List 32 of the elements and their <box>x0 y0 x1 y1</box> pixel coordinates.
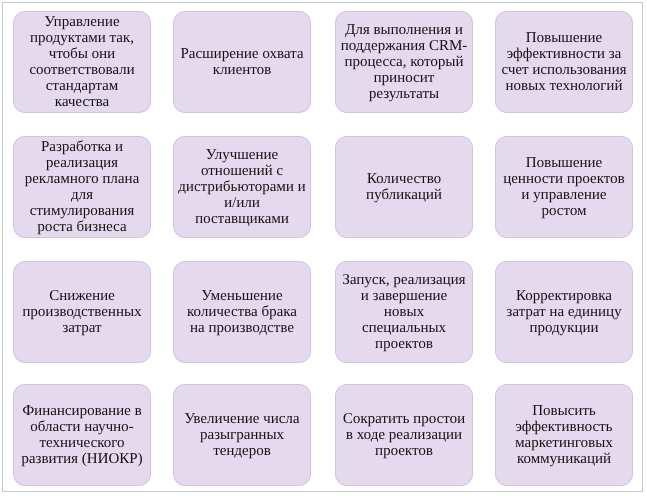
goal-box <box>13 11 151 113</box>
goal-text: Уменьшение количества брака на производстве <box>186 288 298 336</box>
goal-text: Повышение ценности проектов и управление ростом <box>502 155 626 219</box>
goal-box <box>495 384 633 486</box>
goal-text: Финансирование в области научно-технического развития (НИОКР) <box>20 403 144 467</box>
goal-text: Увеличение числа разыгранных тендеров <box>183 411 301 459</box>
goal-box <box>173 261 311 363</box>
goal-box <box>335 384 473 486</box>
goal-text: Управление продуктами так, чтобы они соответствовали стандартам качества <box>28 14 136 110</box>
goal-box <box>173 11 311 113</box>
goal-text: Повысить эффективность маркетинговых коммуникаций <box>514 403 614 467</box>
goal-text: Количество публикаций <box>365 171 443 203</box>
goal-box <box>173 384 311 486</box>
goal-text: Расширение охвата клиентов <box>179 46 305 78</box>
goal-box <box>13 261 151 363</box>
goal-text: Для выполнения и поддержания CRM-процесса, который приносит результаты <box>340 22 468 102</box>
goal-box <box>495 11 633 113</box>
goal-box <box>335 261 473 363</box>
goal-text: Корректировка затрат на единицу продукции <box>505 288 623 336</box>
goal-text: Разработка и реализация рекламного плана для стимулирования роста бизнеса <box>24 139 140 235</box>
goal-box <box>13 136 151 238</box>
goal-box <box>335 11 473 113</box>
goal-text: Повышение эффективности за счет использования новых технологий <box>500 30 628 94</box>
goal-text: Снижение производственных затрат <box>21 288 143 336</box>
goal-box <box>495 136 633 238</box>
goal-text: Сократить простои в ходе реализации проектов <box>342 411 466 459</box>
goal-box <box>495 261 633 363</box>
goal-box <box>173 136 311 238</box>
goal-text: Улучшение отношений с дистрибьюторами и и/или поставщиками <box>178 147 306 227</box>
goal-box <box>335 136 473 238</box>
goal-text: Запуск, реализация и завершение новых специальных проектов <box>341 272 467 352</box>
goal-box <box>13 384 151 486</box>
